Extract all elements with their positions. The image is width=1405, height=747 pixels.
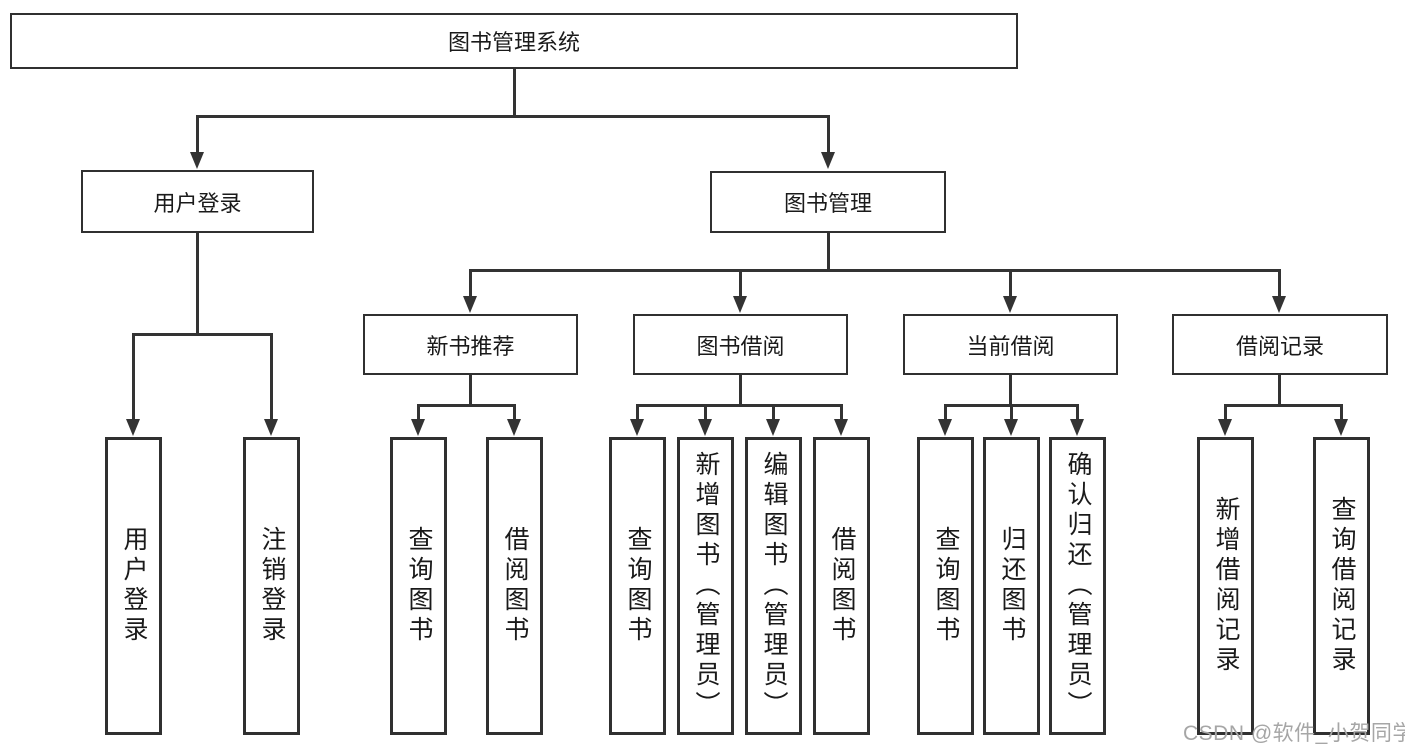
leaf-label: 查询图书 xyxy=(405,526,433,646)
arrow-down-icon xyxy=(126,419,140,436)
connector-line xyxy=(704,404,707,423)
connector-line xyxy=(739,269,742,298)
connector-line xyxy=(196,231,199,336)
connector-line xyxy=(827,231,830,272)
connector-line xyxy=(739,373,742,407)
node-label: 新书推荐 xyxy=(426,333,515,359)
leaf-label: 借阅图书 xyxy=(828,526,856,646)
connector-line xyxy=(636,404,843,407)
leaf-borrow-books-1: 借阅图书 xyxy=(486,437,543,735)
arrow-down-icon xyxy=(834,419,848,436)
node-label: 用户登录 xyxy=(153,190,242,216)
connector-line xyxy=(1010,404,1013,423)
arrow-down-icon xyxy=(1272,296,1286,313)
arrow-down-icon xyxy=(1218,419,1232,436)
leaf-label: 注销登录 xyxy=(258,526,286,646)
node-book-borrow: 图书借阅 xyxy=(633,314,848,375)
connector-line xyxy=(417,404,516,407)
connector-line xyxy=(840,404,843,423)
leaf-label: 编辑图书（管理员） xyxy=(760,451,788,721)
connector-line xyxy=(772,404,775,423)
node-current-borrow: 当前借阅 xyxy=(903,314,1118,375)
arrow-down-icon xyxy=(264,419,278,436)
connector-line xyxy=(827,115,830,153)
leaf-query-books-1: 查询图书 xyxy=(390,437,447,735)
connector-line xyxy=(469,269,1281,272)
leaf-add-book-admin: 新增图书（管理员） xyxy=(677,437,734,735)
connector-line xyxy=(944,404,947,423)
connector-line xyxy=(469,269,472,298)
node-label: 当前借阅 xyxy=(966,333,1055,359)
connector-line xyxy=(196,115,199,153)
connector-line xyxy=(1278,269,1281,298)
connector-line xyxy=(196,115,830,118)
leaf-label: 查询图书 xyxy=(932,526,960,646)
connector-line xyxy=(1009,269,1012,298)
node-library-system: 图书管理系统 xyxy=(10,13,1018,69)
connector-line xyxy=(1224,404,1227,423)
connector-line xyxy=(417,404,420,423)
node-label: 图书借阅 xyxy=(696,333,785,359)
connector-line xyxy=(513,404,516,423)
arrow-down-icon xyxy=(698,419,712,436)
leaf-label: 新增图书（管理员） xyxy=(692,451,720,721)
node-user-login: 用户登录 xyxy=(81,170,314,233)
leaf-borrow-books-2: 借阅图书 xyxy=(813,437,870,735)
arrow-down-icon xyxy=(463,296,477,313)
leaf-label: 归还图书 xyxy=(998,526,1026,646)
leaf-confirm-return-admin: 确认归还（管理员） xyxy=(1049,437,1106,735)
connector-line xyxy=(1224,404,1343,407)
leaf-return-book: 归还图书 xyxy=(983,437,1040,735)
connector-line xyxy=(1009,373,1012,407)
leaf-label: 查询借阅记录 xyxy=(1328,496,1356,676)
leaf-label: 查询图书 xyxy=(624,526,652,646)
arrow-down-icon xyxy=(630,419,644,436)
leaf-add-borrow-record: 新增借阅记录 xyxy=(1197,437,1254,735)
leaf-label: 用户登录 xyxy=(120,526,148,646)
connector-line xyxy=(270,333,273,422)
node-label: 图书管理系统 xyxy=(447,30,580,55)
arrow-down-icon xyxy=(507,419,521,436)
connector-line xyxy=(636,404,639,423)
leaf-label: 确认归还（管理员） xyxy=(1064,451,1092,721)
connector-line xyxy=(1076,404,1079,423)
node-new-book-recommend: 新书推荐 xyxy=(363,314,578,375)
leaf-query-books-3: 查询图书 xyxy=(917,437,974,735)
leaf-label: 新增借阅记录 xyxy=(1212,496,1240,676)
arrow-down-icon xyxy=(190,152,204,169)
connector-line xyxy=(469,373,472,407)
arrow-down-icon xyxy=(733,296,747,313)
connector-line xyxy=(132,333,135,422)
leaf-query-books-2: 查询图书 xyxy=(609,437,666,735)
node-book-management: 图书管理 xyxy=(710,171,946,233)
node-label: 借阅记录 xyxy=(1235,333,1324,359)
leaf-logout: 注销登录 xyxy=(243,437,300,735)
node-label: 图书管理 xyxy=(783,191,872,216)
arrow-down-icon xyxy=(1334,419,1348,436)
arrow-down-icon xyxy=(1003,296,1017,313)
arrow-down-icon xyxy=(411,419,425,436)
connector-line xyxy=(1278,373,1281,407)
watermark-text: CSDN @软件_小贺同学 xyxy=(1183,722,1405,745)
node-borrow-records: 借阅记录 xyxy=(1172,314,1388,375)
connector-line xyxy=(1340,404,1343,423)
arrow-down-icon xyxy=(821,152,835,169)
arrow-down-icon xyxy=(938,419,952,436)
arrow-down-icon xyxy=(1004,419,1018,436)
arrow-down-icon xyxy=(1070,419,1084,436)
connector-line xyxy=(132,333,273,336)
leaf-query-borrow-record: 查询借阅记录 xyxy=(1313,437,1370,735)
leaf-user-login: 用户登录 xyxy=(105,437,162,735)
leaf-label: 借阅图书 xyxy=(501,526,529,646)
connector-line xyxy=(513,68,516,118)
leaf-edit-book-admin: 编辑图书（管理员） xyxy=(745,437,802,735)
arrow-down-icon xyxy=(766,419,780,436)
